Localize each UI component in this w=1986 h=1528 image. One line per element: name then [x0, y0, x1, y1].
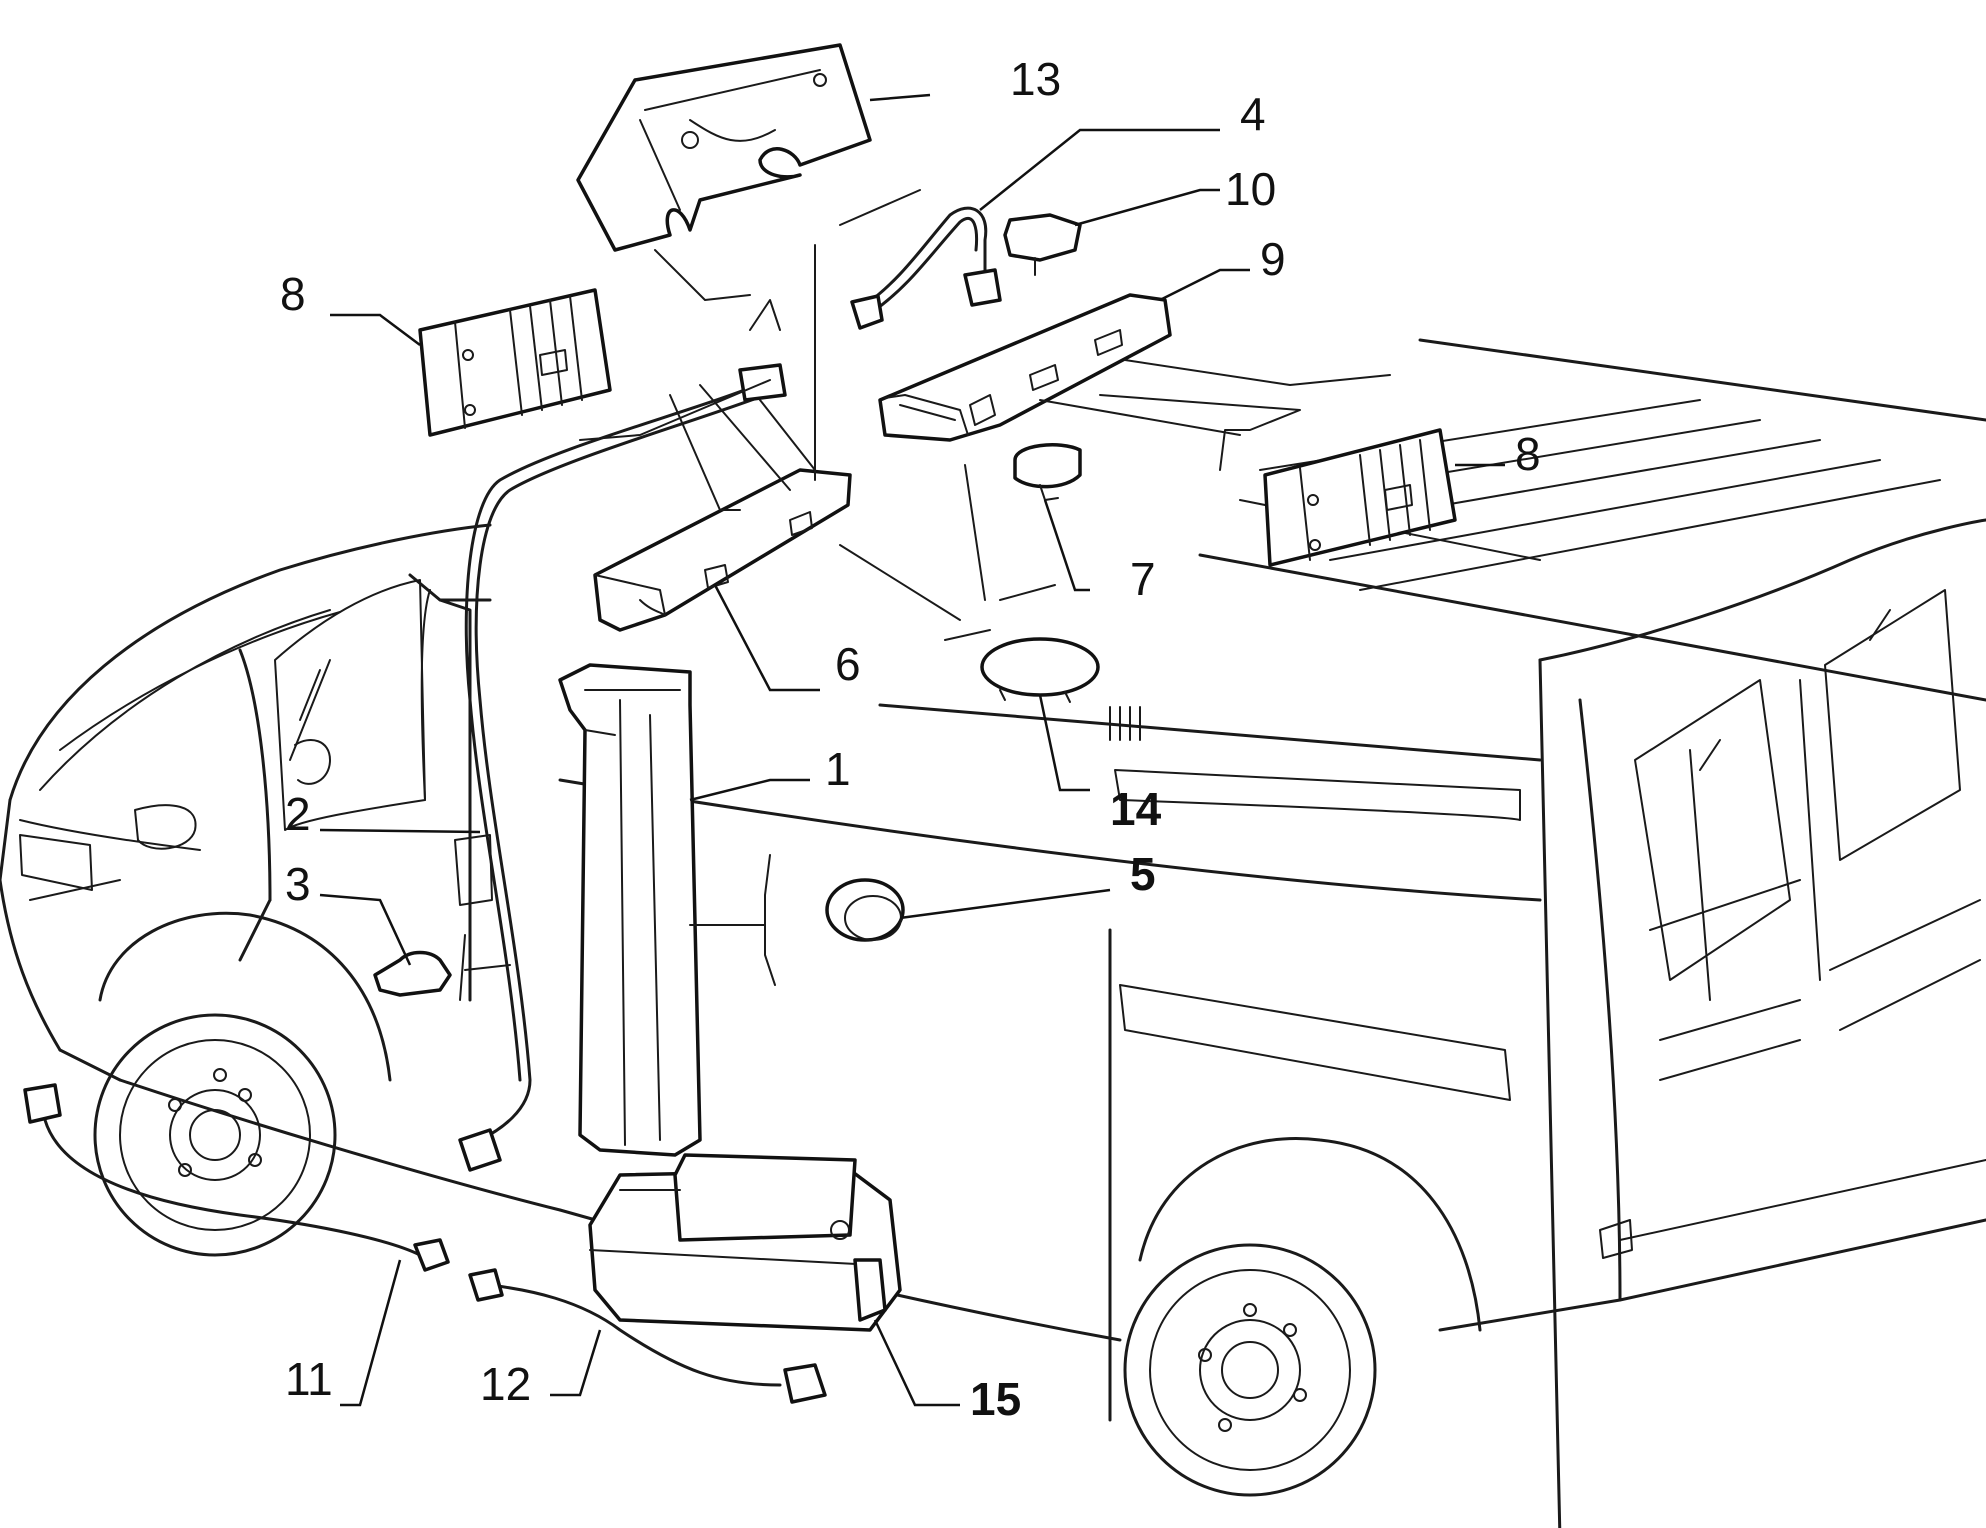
- van-body-outline: [0, 338, 1986, 1528]
- part-3-clip: [373, 950, 452, 997]
- part-5-grommet: [825, 878, 905, 942]
- part-12-sensor-cable: [468, 1268, 827, 1404]
- callout-labels: 13 4 10 9 8 8 7 6 14 1 5 2 3 11 12 15: [280, 53, 1541, 1425]
- part-10-button: [1003, 213, 1082, 276]
- part-7-knob: [1013, 443, 1082, 501]
- part-13-roof-panel: [576, 43, 872, 252]
- callout-12: 12: [480, 1358, 531, 1410]
- callout-14: 14: [1110, 783, 1162, 835]
- front-wheel: [93, 1013, 337, 1257]
- callout-15: 15: [970, 1373, 1021, 1425]
- callout-5: 5: [1130, 848, 1156, 900]
- part-8-air-vent-right: [1263, 428, 1457, 567]
- callout-10: 10: [1225, 163, 1276, 215]
- callout-6: 6: [835, 638, 861, 690]
- callout-1: 1: [825, 743, 851, 795]
- callout-8-left: 8: [280, 268, 306, 320]
- part-11-sensor-cable: [23, 1083, 450, 1272]
- part-9-console: [878, 293, 1172, 442]
- leader-lines: [319, 93, 1505, 1407]
- callout-8-right: 8: [1515, 428, 1541, 480]
- part-4-wiring-harness: [850, 206, 1002, 330]
- callout-9: 9: [1260, 233, 1286, 285]
- callout-2: 2: [285, 788, 311, 840]
- callout-7: 7: [1130, 553, 1156, 605]
- part-15-control-unit: [588, 1153, 902, 1332]
- callout-11: 11: [285, 1353, 333, 1405]
- part-6-console: [593, 468, 852, 632]
- callout-4: 4: [1240, 88, 1266, 140]
- part-14-lens: [980, 637, 1100, 703]
- rear-wheel: [1123, 1243, 1377, 1497]
- callout-13: 13: [1010, 53, 1061, 105]
- part-8-air-vent-left: [418, 288, 612, 437]
- part-1-pillar-trim: [558, 663, 702, 1157]
- callout-3: 3: [285, 858, 311, 910]
